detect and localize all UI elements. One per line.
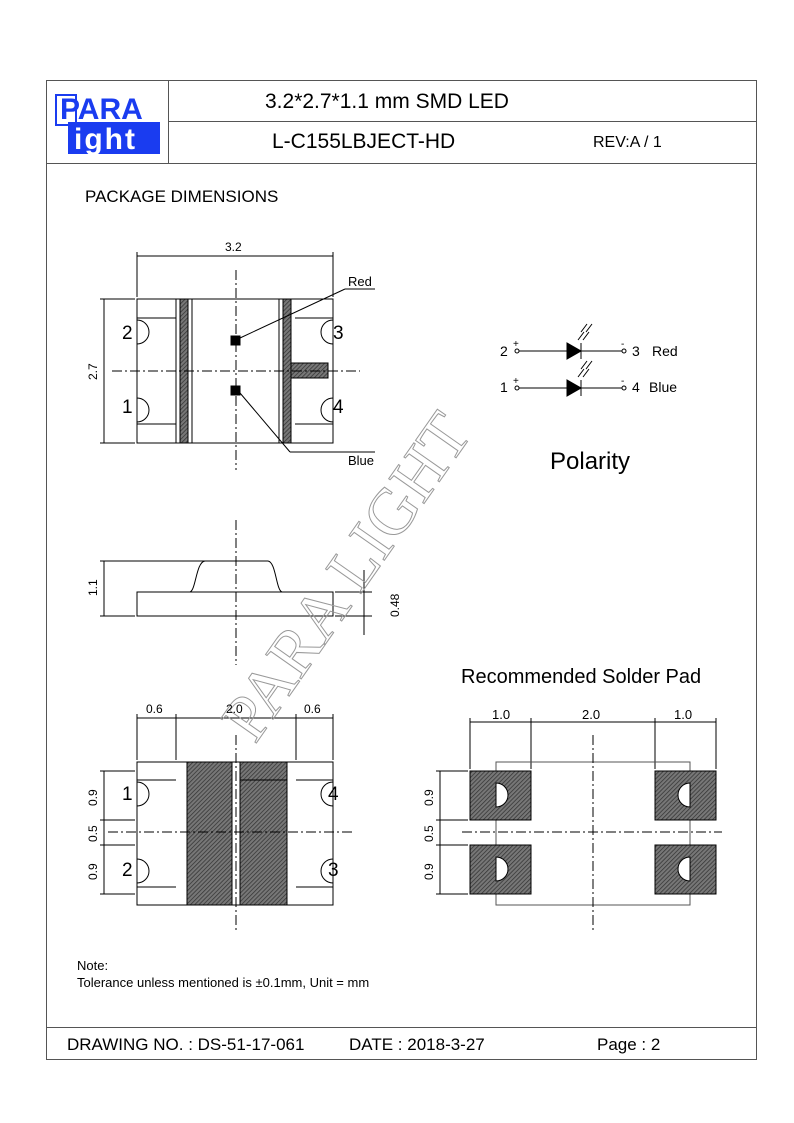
bottom-dim-left: 0.6 xyxy=(146,702,163,716)
side-height-dimension: 1.1 xyxy=(86,579,100,596)
logo-text-light: ight xyxy=(74,123,137,155)
bottom-pin-2: 2 xyxy=(122,860,133,881)
minus-sign: - xyxy=(621,339,624,350)
footer-line xyxy=(46,1027,757,1028)
height-dimension: 2.7 xyxy=(86,363,100,380)
width-dimension: 3.2 xyxy=(225,240,242,254)
polarity-cathode-3: 3 xyxy=(632,343,640,359)
polarity-title: Polarity xyxy=(550,448,630,475)
plus-sign: + xyxy=(513,339,519,350)
pin-label-3: 3 xyxy=(333,323,344,344)
header-divider xyxy=(168,121,757,122)
bottom-pin-1: 1 xyxy=(122,784,133,805)
bottom-pin-4: 4 xyxy=(328,784,339,805)
company-logo: PARA ight xyxy=(52,91,160,156)
bottom-view xyxy=(100,714,355,930)
polarity-anode-2: 2 xyxy=(500,343,508,359)
polarity-anode-1: 1 xyxy=(500,379,508,395)
label-blue: Blue xyxy=(348,453,374,468)
solder-pad-drawing xyxy=(436,718,722,930)
polarity-diagram xyxy=(514,323,627,397)
pin-label-1: 1 xyxy=(122,397,133,418)
header-bottom-line xyxy=(46,163,757,164)
part-number: L-C155LBJECT-HD xyxy=(272,130,456,153)
polarity-cathode-4: 4 xyxy=(632,379,640,395)
pin-label-4: 4 xyxy=(333,397,344,418)
note-label: Note: xyxy=(77,958,109,973)
minus-sign: - xyxy=(621,376,624,387)
section-title: PACKAGE DIMENSIONS xyxy=(85,187,279,206)
note-text: Tolerance unless mentioned is ±0.1mm, Un… xyxy=(77,975,370,990)
pin-label-2: 2 xyxy=(122,323,133,344)
pad-dim-side-2: 0.5 xyxy=(422,825,436,842)
pad-dim-side-3: 0.9 xyxy=(422,863,436,880)
drawing-date: DATE : 2018-3-27 xyxy=(349,1035,485,1054)
plus-sign: + xyxy=(513,376,519,387)
bottom-dim-side-3: 0.9 xyxy=(86,863,100,880)
top-view xyxy=(100,252,375,470)
page-number: Page : 2 xyxy=(597,1035,661,1054)
pad-dim-left: 1.0 xyxy=(492,707,510,722)
pad-dim-right: 1.0 xyxy=(674,707,692,722)
bottom-dim-center: 2.0 xyxy=(226,702,243,716)
polarity-color-blue: Blue xyxy=(649,379,677,395)
watermark: PARA LIGHT xyxy=(207,400,485,754)
logo-divider xyxy=(168,80,169,163)
base-height-dimension: 0.48 xyxy=(388,593,402,617)
drawing-number: DRAWING NO. : DS-51-17-061 xyxy=(67,1035,305,1054)
pad-dim-side-1: 0.9 xyxy=(422,789,436,806)
page-frame xyxy=(46,80,757,1060)
bottom-dim-right: 0.6 xyxy=(304,702,321,716)
side-view xyxy=(100,520,372,665)
label-red: Red xyxy=(348,274,372,289)
bottom-dim-side-2: 0.5 xyxy=(86,825,100,842)
logo-text-para: PARA xyxy=(60,93,143,126)
bottom-pin-3: 3 xyxy=(328,860,339,881)
document-title: 3.2*2.7*1.1 mm SMD LED xyxy=(265,90,509,113)
polarity-color-red: Red xyxy=(652,343,678,359)
pad-dim-center: 2.0 xyxy=(582,707,600,722)
solder-pad-title: Recommended Solder Pad xyxy=(461,666,701,688)
revision: REV:A / 1 xyxy=(593,134,662,151)
bottom-dim-side-1: 0.9 xyxy=(86,789,100,806)
